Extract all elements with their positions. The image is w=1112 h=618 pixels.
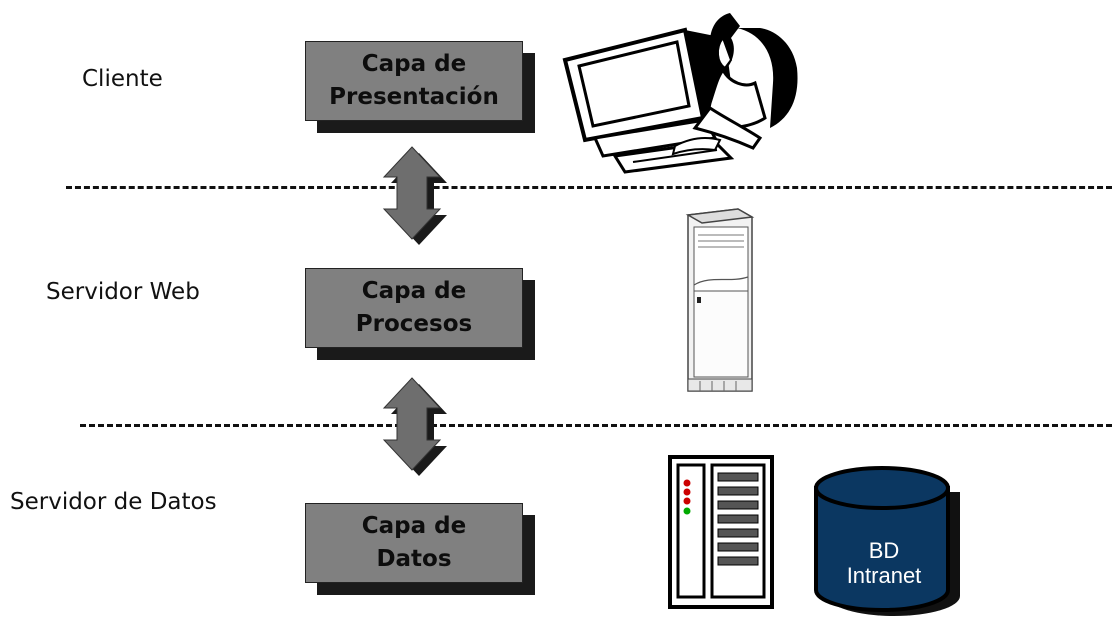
process-layer-box: Capa de Procesos [305, 268, 523, 348]
double-arrow-icon [382, 146, 447, 245]
data-layer-line2: Datos [376, 546, 452, 572]
data-layer-box: Capa de Datos [305, 503, 523, 583]
database-label-line1: BD [869, 538, 900, 563]
presentation-layer-line1: Capa de [361, 51, 467, 77]
tier-label-servidor-web: Servidor Web [46, 279, 200, 305]
process-layer-line2: Procesos [355, 311, 473, 337]
tier-label-servidor-datos: Servidor de Datos [10, 489, 217, 515]
tier-divider-bottom [80, 424, 1112, 427]
presentation-layer-line2: Presentación [329, 84, 499, 110]
tier-divider-top [66, 186, 1112, 189]
tier-label-cliente: Cliente [82, 66, 163, 92]
data-layer-line1: Capa de [361, 513, 467, 539]
process-layer-line1: Capa de [361, 278, 467, 304]
double-arrow-icon [382, 377, 447, 476]
rack-server-icon [668, 455, 774, 609]
presentation-layer-box: Capa de Presentación [305, 41, 523, 121]
tower-server-icon [685, 208, 755, 392]
database-cylinder-icon: BD Intranet [814, 466, 960, 616]
database-label-line2: Intranet [847, 563, 922, 588]
user-at-computer-icon [562, 13, 798, 174]
